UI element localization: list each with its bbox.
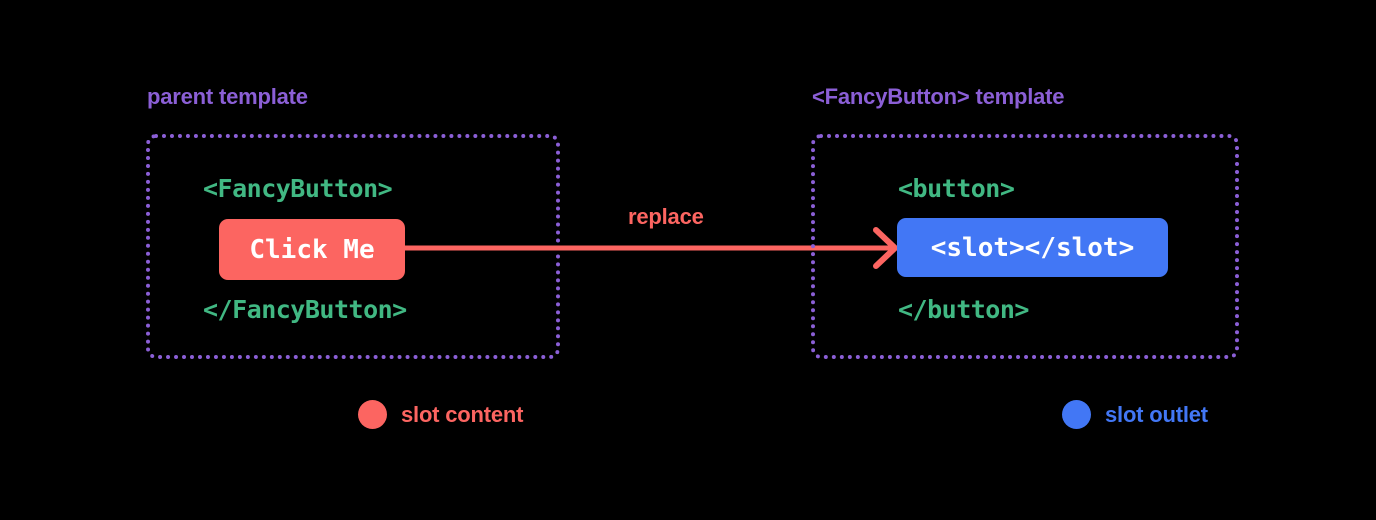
slot-outlet-swatch-icon bbox=[1062, 400, 1091, 429]
legend-item-slot-content: slot content bbox=[358, 400, 523, 429]
legend-label-slot-content: slot content bbox=[401, 401, 524, 427]
legend-label-slot-outlet: slot outlet bbox=[1105, 401, 1208, 427]
fancybutton-template-panel bbox=[811, 134, 1239, 359]
parent-close-tag: </FancyButton> bbox=[203, 295, 407, 324]
fancybutton-template-heading: <FancyButton> template bbox=[812, 84, 1065, 109]
slot-outlet-chip: <slot></slot> bbox=[897, 218, 1168, 277]
legend-item-slot-outlet: slot outlet bbox=[1062, 400, 1208, 429]
replace-label: replace bbox=[628, 204, 704, 229]
slot-content-chip: Click Me bbox=[219, 219, 405, 280]
parent-template-heading: parent template bbox=[147, 84, 308, 109]
button-close-tag: </button> bbox=[898, 295, 1029, 324]
parent-open-tag: <FancyButton> bbox=[203, 174, 393, 203]
button-open-tag: <button> bbox=[898, 174, 1015, 203]
slot-content-swatch-icon bbox=[358, 400, 387, 429]
